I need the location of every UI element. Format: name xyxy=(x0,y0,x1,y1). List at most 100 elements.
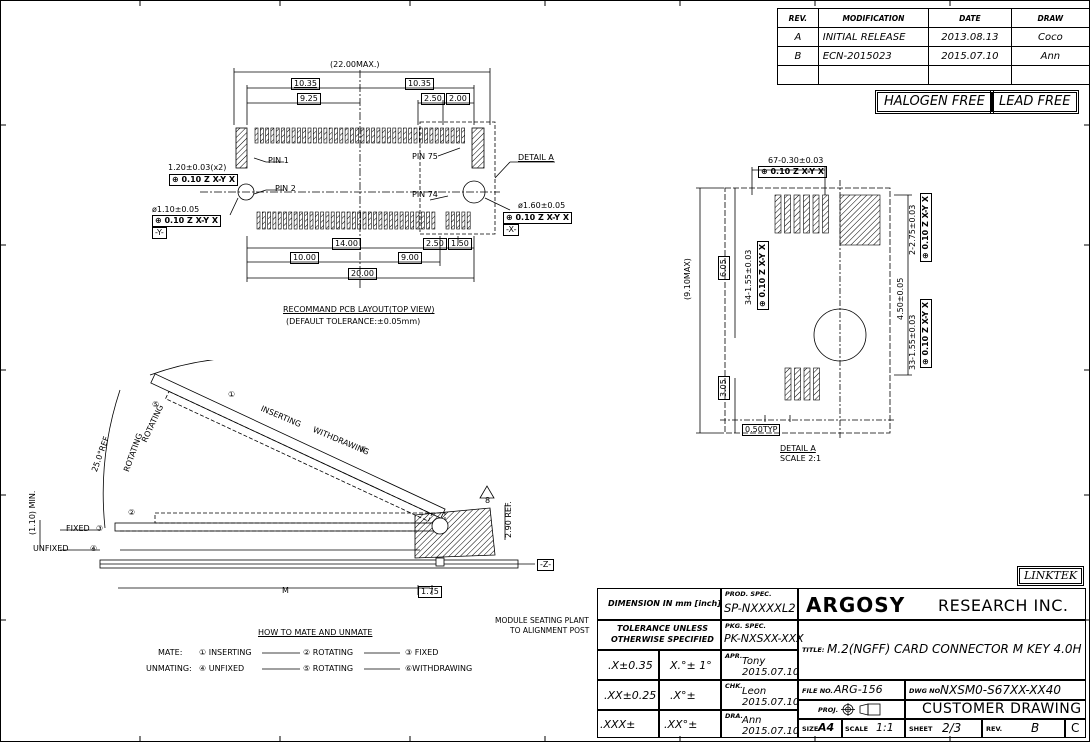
tol-cell xyxy=(659,710,721,738)
pkg-spec-value: PK-NXSXX-XXX xyxy=(724,632,804,645)
pad xyxy=(456,127,460,144)
date-cell: 2013.08.13 xyxy=(928,27,1012,47)
dwg-label: DWG NO. xyxy=(909,687,943,695)
rev-cell: A xyxy=(777,27,819,47)
pad xyxy=(420,211,425,230)
step-3-marker: ③ xyxy=(96,524,104,533)
company-cell xyxy=(798,588,1086,620)
pin74-label: PIN 74 xyxy=(412,190,438,199)
date-cell xyxy=(928,65,1012,85)
pad xyxy=(365,127,370,144)
pad xyxy=(286,127,291,144)
tol-cell xyxy=(659,680,721,710)
dim-20-00: 20.00 xyxy=(348,268,377,280)
drawing-title: M.2(NGFF) CARD CONNECTOR M KEY 4.0H xyxy=(827,642,1082,656)
draw-cell: Ann xyxy=(1010,46,1090,66)
rev-label: REV. xyxy=(986,725,1003,733)
tol-cell xyxy=(597,680,659,710)
detail-2-75: 2-2.75±0.03 xyxy=(908,204,917,255)
pad xyxy=(461,211,466,230)
pad xyxy=(405,211,409,230)
detail-fcf-34: ⊕ 0.10 Z X-Y X xyxy=(757,240,769,310)
pcb-tolerance-caption: (DEFAULT TOLERANCE:±0.05mm) xyxy=(286,317,421,326)
rev-col-header: REV. xyxy=(777,8,819,28)
pad xyxy=(381,127,386,144)
pad xyxy=(813,367,820,401)
pad xyxy=(461,127,466,144)
pad xyxy=(413,127,418,144)
checker-date: 2015.07.10 xyxy=(742,697,800,708)
size-label: SIZE xyxy=(802,725,819,733)
pad xyxy=(334,127,338,144)
tolerance-text-2: OTHERWISE SPECIFIED xyxy=(611,635,714,644)
pad xyxy=(387,127,391,144)
pad-note: 1.20±0.03(x2) xyxy=(168,163,227,172)
pad xyxy=(355,127,360,144)
approver-name: Tony xyxy=(742,656,766,667)
pad xyxy=(344,127,349,144)
pad xyxy=(803,194,810,234)
dim-2-50-bottom: 2.50 xyxy=(423,238,447,250)
unfixed-label: UNFIXED xyxy=(33,544,69,553)
revision-row xyxy=(777,65,1090,85)
revision-row: A INITIAL RELEASE 2013.08.13 Coco xyxy=(777,27,1090,47)
fcf-pad: ⊕ 0.10 Z X-Y X xyxy=(169,174,239,186)
side-view xyxy=(39,360,535,595)
pad xyxy=(392,127,397,144)
dim-unit-text: DIMENSION IN mm [inch] xyxy=(608,599,721,608)
pad xyxy=(336,211,340,230)
zone-cell xyxy=(1065,719,1086,738)
rev-value: B xyxy=(1031,721,1040,735)
dim-9-25: 9.25 xyxy=(297,93,321,105)
pad xyxy=(418,127,423,144)
pad xyxy=(254,127,259,144)
pad xyxy=(256,211,261,230)
pad xyxy=(261,211,266,230)
datum-x: -X- xyxy=(503,224,520,236)
size-value: A4 xyxy=(818,721,835,734)
pad xyxy=(450,127,455,144)
detail-a-leader: DETAIL A xyxy=(518,153,554,162)
pad xyxy=(297,127,301,144)
hole-left-note: ø1.10±0.05 xyxy=(152,205,200,214)
dim-1-75: 1.75 xyxy=(418,586,442,598)
detail-fcf-33: ⊕ 0.10 Z X-Y X xyxy=(920,298,932,368)
dim-9-00: 9.00 xyxy=(398,252,422,264)
pkg-spec-cell xyxy=(721,620,798,650)
sheet-cell xyxy=(905,719,982,738)
title-cell xyxy=(798,620,1086,680)
title-label: TITLE: xyxy=(802,646,825,654)
drafter-date: 2015.07.10 xyxy=(742,726,800,737)
pkg-spec-label: PKG. SPEC. xyxy=(725,622,766,630)
dwg-number: NXSM0-S67XX-XX40 xyxy=(940,683,1061,697)
pad xyxy=(367,211,372,230)
dim-unit-cell xyxy=(597,588,721,620)
pad xyxy=(794,367,801,401)
approver-label: APR. xyxy=(725,652,743,660)
modification-col-header: MODIFICATION xyxy=(817,8,930,28)
tol-angular-1: X.°± 1° xyxy=(670,659,712,672)
unmating-label: UNMATING: xyxy=(146,664,192,673)
draw-cell: Coco xyxy=(1010,27,1090,47)
checker-label: CHK. xyxy=(725,682,743,690)
tol-angular-2: .X°± xyxy=(670,689,696,702)
min-dim: (1.10) MIN. xyxy=(28,490,37,535)
dim-2-50-top: 2.50 xyxy=(421,93,445,105)
pad xyxy=(389,211,393,230)
drafter-name: Ann xyxy=(742,715,762,726)
seating-note-1: MODULE SEATING PLANT xyxy=(495,616,589,625)
dim-m: M xyxy=(282,586,289,595)
revision-table: REV. MODIFICATION DATE DRAW A INITIAL RE… xyxy=(777,8,1090,85)
dim-14-00: 14.00 xyxy=(332,238,361,250)
pad xyxy=(314,211,319,230)
dim-half-right: 10.35 xyxy=(405,78,434,90)
pad xyxy=(270,127,275,144)
pin1-label: PIN 1 xyxy=(268,156,289,165)
projection-cell xyxy=(798,700,905,719)
ref-dim: 2.90 REF. xyxy=(504,501,513,538)
step-1-marker: ① xyxy=(228,390,236,399)
tol-linear-2: .XX±0.25 xyxy=(604,689,657,702)
approver-cell xyxy=(721,650,798,680)
datum-y: -Y- xyxy=(152,227,167,239)
tol-angular-3: .XX°± xyxy=(664,718,698,731)
